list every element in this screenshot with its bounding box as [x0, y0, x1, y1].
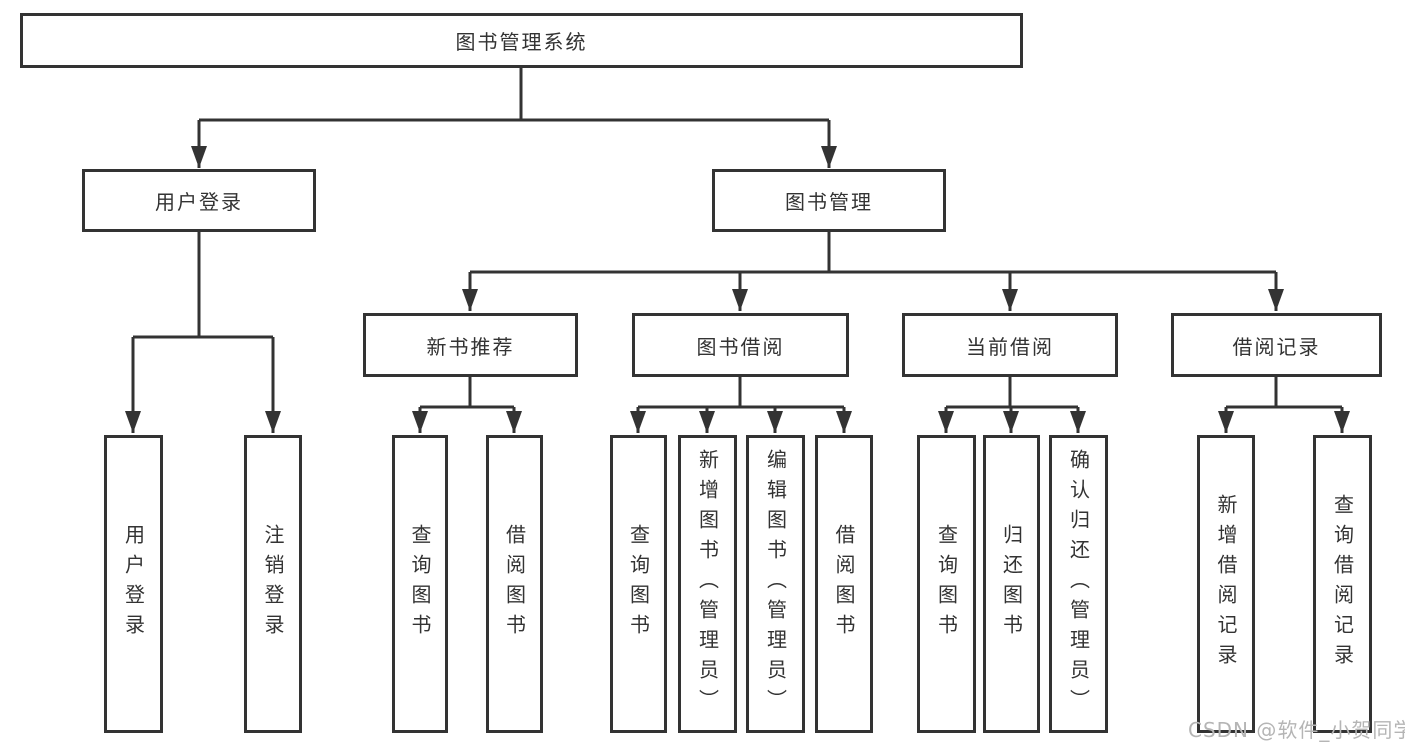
- node-leaf-edit-books-admin: 编辑图书（管理员）: [746, 435, 805, 733]
- node-borrowing-records: 借阅记录: [1171, 313, 1382, 377]
- node-leaf-query-books-recommend: 查询图书: [392, 435, 448, 733]
- node-root-system: 图书管理系统: [20, 13, 1023, 68]
- node-leaf-user-login: 用户登录: [104, 435, 163, 733]
- node-leaf-add-borrow-record: 新增借阅记录: [1197, 435, 1255, 733]
- connector-arrows: [124, 120, 1351, 433]
- node-leaf-return-books: 归还图书: [983, 435, 1040, 733]
- node-new-book-recommend: 新书推荐: [363, 313, 578, 377]
- node-leaf-logout: 注销登录: [244, 435, 302, 733]
- node-leaf-query-borrow-record: 查询借阅记录: [1313, 435, 1372, 733]
- node-user-login-group: 用户登录: [82, 169, 316, 232]
- node-leaf-confirm-return-admin: 确认归还（管理员）: [1049, 435, 1108, 733]
- node-book-management-group: 图书管理: [712, 169, 946, 232]
- node-leaf-borrow-books: 借阅图书: [815, 435, 873, 733]
- node-current-borrowing: 当前借阅: [902, 313, 1118, 377]
- node-leaf-add-books-admin: 新增图书（管理员）: [678, 435, 737, 733]
- csdn-watermark: CSDN @软件_小贺同学: [1188, 718, 1405, 742]
- node-leaf-query-books-borrowing: 查询图书: [610, 435, 667, 733]
- node-book-borrowing: 图书借阅: [632, 313, 849, 377]
- node-leaf-query-books-current: 查询图书: [917, 435, 976, 733]
- node-leaf-borrow-books-recommend: 借阅图书: [486, 435, 543, 733]
